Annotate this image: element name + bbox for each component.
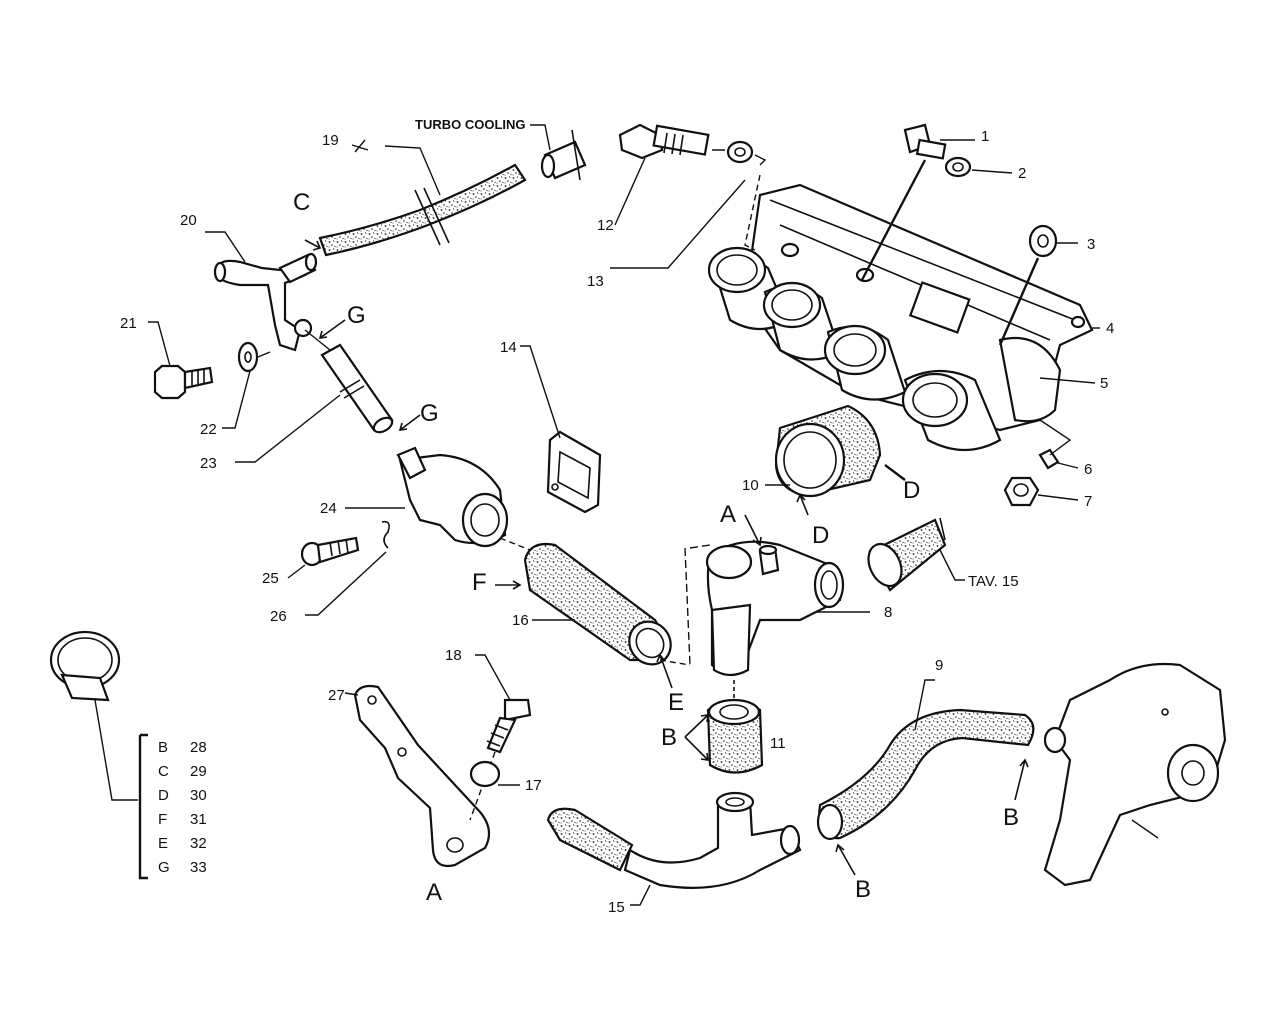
part-number-24: 24 [320,500,337,517]
bracket-27 [344,684,491,868]
part-number-19: 19 [322,132,339,149]
letter-d-sleeve: D [903,477,920,504]
part-number-13: 13 [587,273,604,290]
part-number-18: 18 [445,647,462,664]
letter-c: C [293,189,310,216]
part-number-23: 23 [200,455,217,472]
part-number-22: 22 [200,421,217,438]
part-number-11: 11 [770,735,786,752]
clip-6 [1038,419,1079,470]
clamp-letter: F [158,811,167,828]
hose-9 [816,679,1035,841]
bolt-21 [148,321,214,400]
part-number-26: 26 [270,608,287,625]
bolt-18 [469,654,532,821]
water-pump [1043,662,1227,887]
caption-tav15: TAV. 15 [968,573,1019,590]
part-number-25: 25 [262,570,279,587]
hose-11 [706,680,764,774]
part-number-1: 1 [981,128,989,145]
clamp-table-bracket [138,733,148,880]
bolt-12 [614,123,710,226]
letter-a-thermostat: A [720,501,736,528]
clamp-letter: C [158,763,169,780]
clamp-letter: E [158,835,168,852]
caption-turbo-cooling: TURBO COOLING [415,117,526,132]
part-number-15: 15 [608,899,625,916]
clamp-letter: G [158,859,170,876]
clamp-letter: D [158,787,169,804]
bush-17 [469,760,520,788]
turbo-hose-19 [318,124,587,257]
letter-g-upper: G [347,302,366,329]
clamp-table: B 28 C 29 D 30 F 31 E 32 G 33 [158,739,207,876]
clamp-number: 30 [190,787,207,804]
hose-clamp [49,630,138,801]
letter-a-bracket: A [426,879,442,906]
letter-b-hose11: B [661,724,677,751]
clamp-letter: B [158,739,168,756]
clamp-number: 31 [190,811,207,828]
part-number-27: 27 [328,687,345,704]
part-number-3: 3 [1087,236,1095,253]
sleeve-10 [765,404,906,498]
part-number-16: 16 [512,612,529,629]
part-number-4: 4 [1106,320,1114,337]
letter-g-lower: G [420,400,439,427]
part-number-6: 6 [1084,461,1092,478]
letter-e: E [668,689,684,716]
part-number-12: 12 [597,217,614,234]
washer-22 [222,341,271,429]
part-number-20: 20 [180,212,197,229]
washer-2 [944,156,1013,178]
gasket-14 [520,345,602,514]
washer-13 [610,140,767,269]
intake-manifold [707,183,1094,451]
part-number-2: 2 [1018,165,1026,182]
part-number-7: 7 [1084,493,1092,510]
clamp-number: 29 [190,763,207,780]
thermostat-8 [684,540,870,677]
screw-25 [287,536,360,579]
clamp-number: 33 [190,859,207,876]
part-number-14: 14 [500,339,517,356]
letter-d-lower: D [812,522,829,549]
part-number-8: 8 [884,604,892,621]
nut-7 [1003,476,1079,507]
part-number-17: 17 [525,777,542,794]
letter-b-pump: B [1003,804,1019,831]
thermostat-housing-24 [345,446,531,551]
letter-arrows [304,239,1029,876]
part-number-9: 9 [935,657,943,674]
letter-b-hose9: B [855,876,871,903]
pipe-15 [546,791,802,906]
fitting-20 [205,231,318,352]
pipe-23 [235,329,394,463]
hose-16 [523,542,691,666]
hose-tav15 [867,517,965,592]
leader-5 [1039,377,1096,384]
clamp-number: 28 [190,739,207,756]
clamp-number: 32 [190,835,207,852]
clip-26 [305,520,390,616]
part-number-5: 5 [1100,375,1108,392]
washer-3 [998,224,1078,346]
part-number-10: 10 [742,477,759,494]
letter-f: F [472,569,487,596]
part-number-21: 21 [120,315,137,332]
bolt-1 [860,123,975,281]
